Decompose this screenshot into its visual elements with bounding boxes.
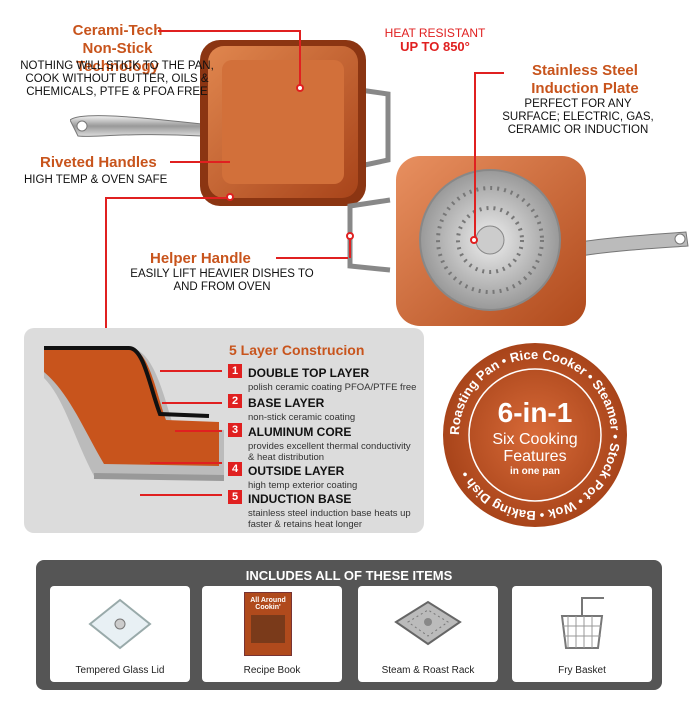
layer-item-3: 3 ALUMINUM CORE provides excellent therma…: [228, 423, 418, 463]
induction-desc-1: PERFECT FOR ANY: [524, 98, 632, 110]
layer-desc-1: polish ceramic coating PFOA/PTFE free: [248, 382, 417, 393]
square-pan-top-view: [70, 40, 391, 206]
ceramitech-desc-1: NOTHING WILL STICK TO THE PAN,: [20, 60, 214, 72]
item-label-steam-rack: Steam & Roast Rack: [381, 665, 475, 676]
badge-big: 6-in-1: [498, 397, 573, 428]
layer-cross-section: [44, 346, 224, 481]
layer-title-4: OUTSIDE LAYER: [248, 464, 345, 478]
induction-title-1: Stainless Steel: [532, 62, 638, 79]
item-card-fry-basket: Fry Basket: [512, 586, 652, 682]
ceramitech-desc: NOTHING WILL STICK TO THE PAN, COOK WITH…: [2, 60, 232, 99]
riveted-title: Riveted Handles: [40, 154, 157, 171]
badge-line3: in one pan: [510, 466, 560, 477]
layer-item-5: 5 INDUCTION BASE stainless steel inductio…: [228, 490, 418, 530]
ceramitech-title-1: Cerami-Tech: [72, 22, 163, 39]
layer-desc-5: stainless steel induction base heats up …: [248, 508, 411, 530]
heat-resistant-label: HEAT RESISTANT: [384, 26, 486, 40]
helper-desc-1: EASILY LIFT HEAVIER DISHES TO: [130, 268, 314, 280]
layer-construction-panel: 5 Layer Construcion: [24, 328, 424, 533]
included-items-panel: INCLUDES ALL OF THESE ITEMS Tempered Gla…: [36, 560, 662, 690]
six-in-one-badge: Roasting Pan • Rice Cooker • Steamer • S…: [443, 343, 627, 527]
item-card-glass-lid: Tempered Glass Lid: [50, 586, 190, 682]
layer-num-1: 1: [228, 364, 242, 378]
layer-desc-2: non-stick ceramic coating: [248, 412, 356, 423]
badge-line1: Six Cooking: [492, 431, 577, 448]
ceramitech-desc-2: COOK WITHOUT BUTTER, OILS &: [25, 73, 209, 85]
ceramitech-desc-3: CHEMICALS, PTFE & PFOA FREE: [26, 86, 208, 98]
layer-item-1: 1 DOUBLE TOP LAYER polish ceramic coating…: [228, 364, 418, 393]
layer-title-2: BASE LAYER: [248, 396, 325, 410]
ceramitech-callout: Cerami-Tech Non-Stick Technology: [40, 22, 195, 76]
layer-num-5: 5: [228, 490, 242, 504]
helper-desc: EASILY LIFT HEAVIER DISHES TO AND FROM O…: [122, 268, 322, 294]
item-card-recipe-book: All Around Cookin' Recipe Book: [202, 586, 342, 682]
layer-num-3: 3: [228, 423, 242, 437]
steam-rack-icon: [394, 600, 462, 646]
induction-desc-3: CERAMIC OR INDUCTION: [507, 124, 649, 136]
ceramitech-title-2: Non-Stick Technology: [75, 40, 160, 75]
fry-basket-icon: [560, 597, 604, 649]
item-label-fry-basket: Fry Basket: [558, 665, 606, 676]
layer-desc-4: high temp exterior coating: [248, 480, 358, 491]
layer-item-4: 4 OUTSIDE LAYER high temp exterior coatin…: [228, 462, 418, 491]
item-label-glass-lid: Tempered Glass Lid: [75, 665, 165, 676]
layer-num-4: 4: [228, 462, 242, 476]
layer-title-1: DOUBLE TOP LAYER: [248, 366, 370, 380]
recipe-book-icon: All Around Cookin': [244, 592, 292, 656]
layer-desc-3: provides excellent thermal conductivity …: [248, 441, 411, 463]
layer-title: 5 Layer Construcion: [229, 342, 364, 358]
layer-title-5: INDUCTION BASE: [248, 492, 352, 506]
recipe-book-cover-title: All Around Cookin': [250, 597, 286, 611]
induction-callout: Stainless Steel Induction Plate: [490, 62, 680, 98]
heat-resistant-value: UP TO 850°: [400, 39, 470, 54]
square-pan-bottom-view: [347, 156, 689, 326]
riveted-desc: HIGH TEMP & OVEN SAFE: [24, 174, 168, 186]
induction-desc-2: SURFACE; ELECTRIC, GAS,: [502, 111, 654, 123]
item-card-steam-rack: Steam & Roast Rack: [358, 586, 498, 682]
layer-item-2: 2 BASE LAYER non-stick ceramic coating: [228, 394, 418, 423]
helper-title: Helper Handle: [150, 250, 251, 267]
badge-line2: Features: [503, 448, 566, 465]
glass-lid-icon: [88, 598, 152, 650]
layer-title-text: 5 Layer Construcion: [229, 342, 365, 358]
induction-desc: PERFECT FOR ANY SURFACE; ELECTRIC, GAS, …: [478, 98, 678, 137]
helper-desc-2: AND FROM OVEN: [173, 281, 271, 293]
layer-num-2: 2: [228, 394, 242, 408]
item-label-recipe-book: Recipe Book: [243, 665, 301, 676]
layer-title-3: ALUMINUM CORE: [248, 425, 352, 439]
induction-title-2: Induction Plate: [531, 80, 639, 97]
included-items-title: INCLUDES ALL OF THESE ITEMS: [245, 568, 453, 583]
